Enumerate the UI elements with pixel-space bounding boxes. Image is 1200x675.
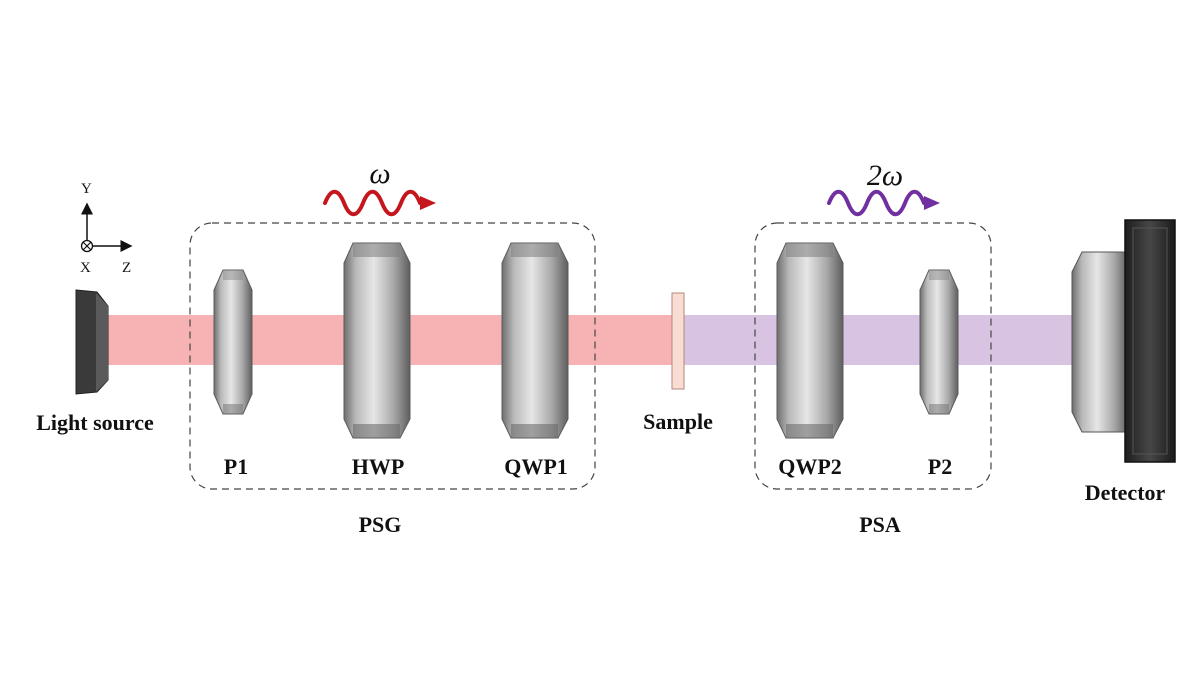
light-source-icon xyxy=(75,289,109,395)
half-wave-plate-icon xyxy=(343,242,411,439)
detector-icon xyxy=(1071,219,1176,463)
quarter-wave-plate-1-icon xyxy=(501,242,569,439)
output-frequency-label: 2ω xyxy=(867,159,903,192)
p1-label: P1 xyxy=(224,454,248,479)
polarizer-p1-icon xyxy=(213,269,253,415)
input-frequency-wave-icon xyxy=(323,189,436,217)
output-frequency-wave-icon xyxy=(827,189,940,217)
p2-label: P2 xyxy=(928,454,952,479)
input-frequency-label: ω xyxy=(369,157,390,190)
qwp1-label: QWP1 xyxy=(504,454,568,479)
detector-label: Detector xyxy=(1085,480,1166,505)
sample-icon xyxy=(671,292,685,390)
quarter-wave-plate-2-icon xyxy=(776,242,844,439)
output-beam xyxy=(682,315,1077,365)
psg-label: PSG xyxy=(359,512,402,537)
axis-y-label: Y xyxy=(81,181,92,197)
polarizer-p2-icon xyxy=(919,269,959,415)
sample-label: Sample xyxy=(643,409,713,434)
qwp2-label: QWP2 xyxy=(778,454,842,479)
hwp-label: HWP xyxy=(352,454,405,479)
axis-z-label: Z xyxy=(122,260,131,276)
psa-box xyxy=(754,222,992,490)
psa-label: PSA xyxy=(859,512,901,537)
psg-box xyxy=(189,222,596,490)
axis-x-label: X xyxy=(80,260,91,276)
coordinate-axes-icon: Y X Z xyxy=(80,181,133,276)
light-source-label: Light source xyxy=(36,410,154,435)
